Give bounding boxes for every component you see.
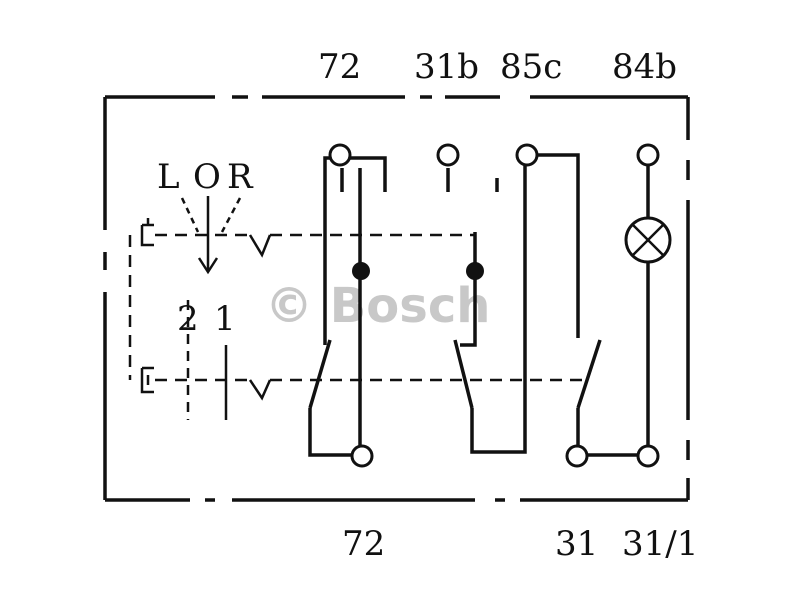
terminal-84b	[636, 143, 660, 167]
stage-label-1: 1	[214, 299, 236, 339]
circuit-72	[308, 143, 387, 468]
circuit-31b	[436, 143, 539, 454]
terminal-72-bottom	[350, 444, 374, 468]
terminal-label-85c: 85c	[500, 47, 562, 87]
terminal-31b	[436, 143, 460, 167]
terminal-label-31-1: 31/1	[622, 524, 698, 564]
upper-actuator-linkage	[128, 218, 475, 380]
terminal-31-1	[636, 444, 660, 468]
selector-arrows	[180, 196, 242, 275]
terminal-label-84b: 84b	[612, 47, 677, 87]
terminal-label-72-bottom: 72	[342, 524, 385, 564]
terminal-label-72-top: 72	[318, 47, 361, 87]
terminal-85c	[515, 143, 539, 167]
terminal-31	[565, 444, 589, 468]
circuit-31	[537, 153, 660, 468]
switch-label-left: L	[157, 157, 180, 197]
housing-outline	[103, 95, 690, 502]
terminal-label-31: 31	[555, 524, 598, 564]
lamp-circuit-84b	[624, 143, 672, 446]
lamp-icon	[624, 216, 672, 264]
lower-actuator-linkage	[140, 300, 590, 420]
junction-dot-72	[352, 262, 370, 280]
terminal-72-top	[328, 143, 352, 167]
switch-label-right: R	[227, 157, 254, 197]
watermark: © Bosch	[265, 278, 490, 334]
switch-label-off: O	[193, 157, 221, 197]
junction-dot-31b	[466, 262, 484, 280]
terminal-label-31b: 31b	[414, 47, 479, 87]
